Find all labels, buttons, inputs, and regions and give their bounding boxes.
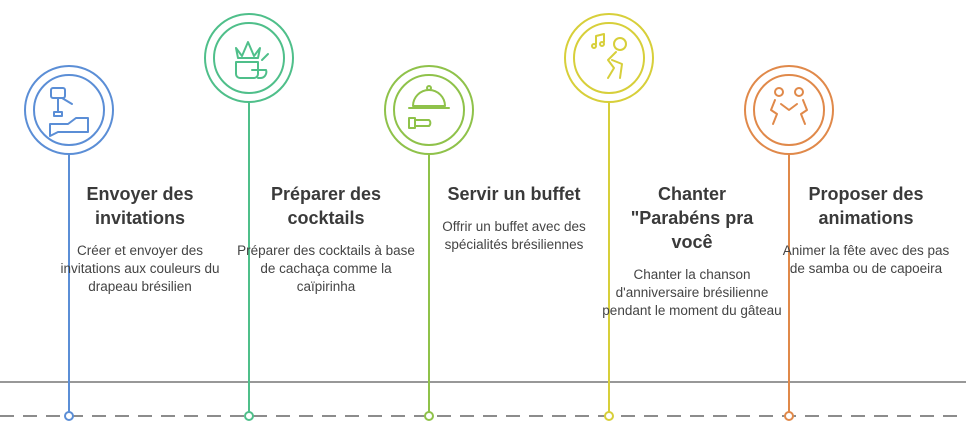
step-5-marker xyxy=(744,65,834,421)
step-2-marker xyxy=(204,13,294,421)
hand-pen-icon xyxy=(49,87,89,137)
step-4-title: Chanter "Parabéns pra você xyxy=(630,184,754,252)
step-3-text: Servir un buffet Offrir un buffet avec d… xyxy=(424,182,604,254)
step-4-description: Chanter la chanson d'anniversaire brésil… xyxy=(602,267,782,318)
step-5-title: Proposer des animations xyxy=(808,184,924,228)
step-2-description: Préparer des cocktails à base de cachaça… xyxy=(237,243,415,294)
step-1-description: Créer et envoyer des invitations aux cou… xyxy=(60,243,220,294)
step-4-marker xyxy=(564,13,654,421)
step-3-description: Offrir un buffet avec des spécialités br… xyxy=(442,219,586,252)
cloche-tray-icon xyxy=(408,85,450,129)
step-5-description: Animer la fête avec des pas de samba ou … xyxy=(782,243,950,276)
step-1-marker xyxy=(24,65,114,421)
step-2-text: Préparer des cocktails Préparer des cock… xyxy=(236,182,416,296)
step-1-title: Envoyer des invitations xyxy=(86,184,194,228)
step-3-title: Servir un buffet xyxy=(447,184,581,204)
dancers-icon xyxy=(770,87,808,125)
step-5-text: Proposer des animations Animer la fête a… xyxy=(776,182,956,278)
step-1-text: Envoyer des invitations Créer et envoyer… xyxy=(50,182,230,296)
step-3-marker xyxy=(384,65,474,421)
step-2-title: Préparer des cocktails xyxy=(270,184,382,228)
singer-music-icon xyxy=(591,33,627,79)
cocktail-mortar-icon xyxy=(235,41,269,79)
step-4-text: Chanter "Parabéns pra você Chanter la ch… xyxy=(602,182,782,320)
